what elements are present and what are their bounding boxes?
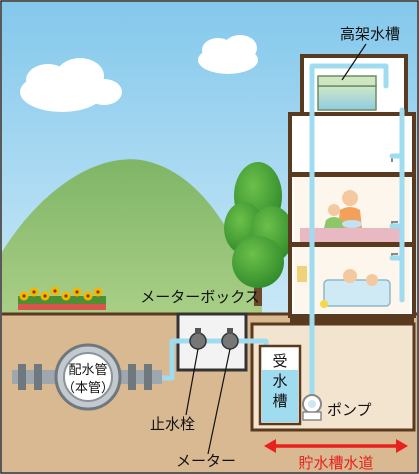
meter-box-label: メーターボックス bbox=[140, 288, 260, 306]
cloud-middle bbox=[198, 35, 258, 74]
elevated-tank bbox=[317, 75, 377, 111]
receiving-tank-label-1: 受 bbox=[272, 352, 287, 370]
cloud-left bbox=[20, 58, 122, 112]
distribution-main-pipe bbox=[12, 343, 162, 411]
main-pipe-label-line1: 配水管 bbox=[68, 363, 107, 378]
receiving-tank bbox=[258, 344, 302, 426]
stop-valve-label: 止水栓 bbox=[150, 415, 195, 433]
leader-lines bbox=[185, 43, 367, 455]
pump-icon bbox=[302, 394, 322, 421]
flower-bed bbox=[18, 286, 106, 310]
tank-water-supply-arrow bbox=[264, 439, 408, 453]
meter-label: メーター bbox=[176, 452, 236, 470]
elevated-tank-label: 高架水槽 bbox=[340, 25, 400, 43]
main-pipe-label-line2: （本管） bbox=[62, 381, 114, 396]
tank-water-supply-label: 貯水槽水道 bbox=[298, 454, 373, 472]
receiving-tank-label-3: 槽 bbox=[272, 392, 287, 410]
water-pipes bbox=[157, 63, 405, 401]
receiving-tank-label-2: 水 bbox=[272, 372, 287, 390]
tree bbox=[224, 162, 294, 306]
pump-label: ポンプ bbox=[327, 401, 372, 419]
hill bbox=[2, 159, 262, 314]
